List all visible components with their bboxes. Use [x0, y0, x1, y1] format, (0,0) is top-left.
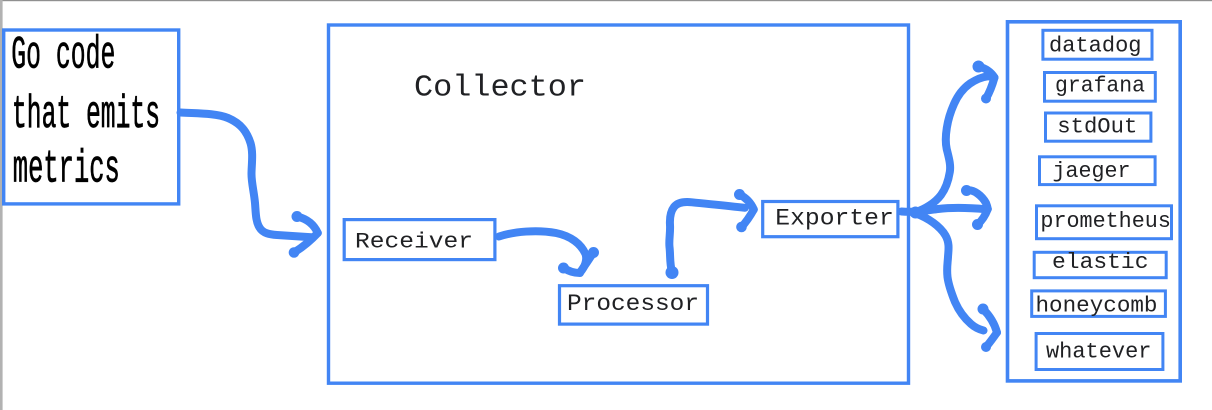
svg-text:that emits: that emits: [12, 89, 160, 141]
svg-text:datadog: datadog: [1049, 33, 1142, 58]
svg-text:honeycomb: honeycomb: [1036, 294, 1158, 319]
svg-text:Go code: Go code: [11, 30, 115, 82]
svg-text:Exporter: Exporter: [775, 205, 894, 232]
svg-text:elastic: elastic: [1052, 250, 1149, 275]
svg-text:stdOut: stdOut: [1057, 115, 1137, 140]
svg-text:metrics: metrics: [13, 144, 120, 196]
svg-text:prometheus: prometheus: [1040, 209, 1171, 234]
svg-text:Collector: Collector: [414, 71, 586, 106]
svg-text:Receiver: Receiver: [355, 229, 473, 255]
svg-text:whatever: whatever: [1046, 339, 1152, 364]
svg-text:grafana: grafana: [1055, 74, 1145, 99]
svg-text:Processor: Processor: [567, 291, 699, 317]
svg-text:jaeger: jaeger: [1053, 159, 1131, 184]
